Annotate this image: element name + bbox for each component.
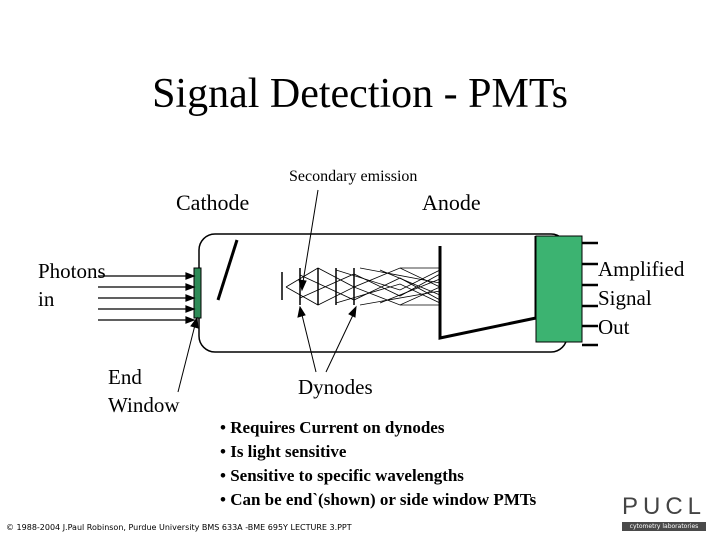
- logo-subtitle: cytometry laboratories: [629, 523, 699, 530]
- bullet-item: • Is light sensitive: [220, 442, 347, 461]
- photocathode: [216, 239, 239, 301]
- end-window: [193, 267, 202, 319]
- bullet-list: • Requires Current on dynodes • Is light…: [220, 416, 536, 512]
- bullet-item: • Sensitive to specific wavelengths: [220, 466, 464, 485]
- anode-label: Anode: [422, 190, 481, 215]
- cathode-label: Cathode: [176, 190, 250, 215]
- dynodes-label: Dynodes: [298, 375, 373, 399]
- slide-title: Signal Detection - PMTs: [152, 71, 568, 117]
- amplified-signal-line: Out: [598, 315, 630, 339]
- amplified-signal-line: Signal: [598, 286, 652, 310]
- end-window-line: End: [108, 365, 142, 389]
- bullet-item: • Can be end`(shown) or side window PMTs: [220, 490, 537, 509]
- pmt-tube: [198, 233, 568, 353]
- secondary-emission-label: Secondary emission: [289, 168, 418, 185]
- output-pins: [582, 241, 598, 347]
- output-box: [535, 235, 583, 343]
- anode-plate: [438, 236, 538, 340]
- logo-text: PUCL: [621, 493, 707, 520]
- amplified-signal-out-label: Amplified Signal Out: [598, 255, 684, 342]
- photons-in-line: in: [38, 287, 55, 311]
- electron-paths: [285, 267, 441, 306]
- pucl-logo: PUCL cytometry laboratories: [620, 493, 708, 533]
- label-pointers: [177, 189, 357, 393]
- photon-arrows: [98, 272, 196, 324]
- footer-copyright: © 1988-2004 J.Paul Robinson, Purdue Univ…: [6, 523, 352, 532]
- photons-in-line: Photons: [38, 259, 106, 283]
- end-window-line: Window: [108, 393, 180, 417]
- logo-bar: cytometry laboratories: [622, 522, 706, 531]
- amplified-signal-line: Amplified: [598, 257, 685, 281]
- end-window-label: End Window: [108, 363, 179, 419]
- photons-in-label: Photons in: [38, 257, 106, 313]
- bullet-item: • Requires Current on dynodes: [220, 418, 445, 437]
